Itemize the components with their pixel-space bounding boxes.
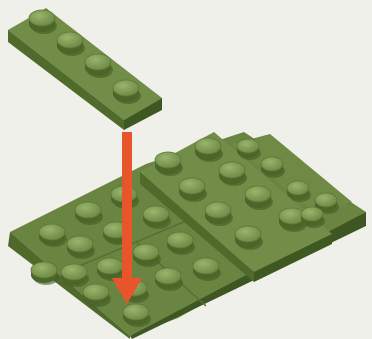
base-plate-stud bbox=[31, 262, 59, 285]
raised-brick-stud bbox=[245, 186, 273, 210]
raised-brick-stud bbox=[155, 152, 183, 176]
floating-brick-stud bbox=[29, 10, 57, 34]
floating-brick-stud bbox=[57, 32, 85, 56]
raised-brick-stud bbox=[205, 202, 233, 226]
raised-brick-stud bbox=[235, 226, 263, 250]
arrow-shaft bbox=[122, 132, 132, 280]
raised-brick-stud bbox=[195, 138, 223, 162]
floating-brick-stud bbox=[85, 54, 113, 78]
floating-brick-stud bbox=[113, 80, 141, 104]
raised-brick-stud bbox=[179, 178, 207, 202]
raised-brick-stud bbox=[219, 162, 247, 186]
